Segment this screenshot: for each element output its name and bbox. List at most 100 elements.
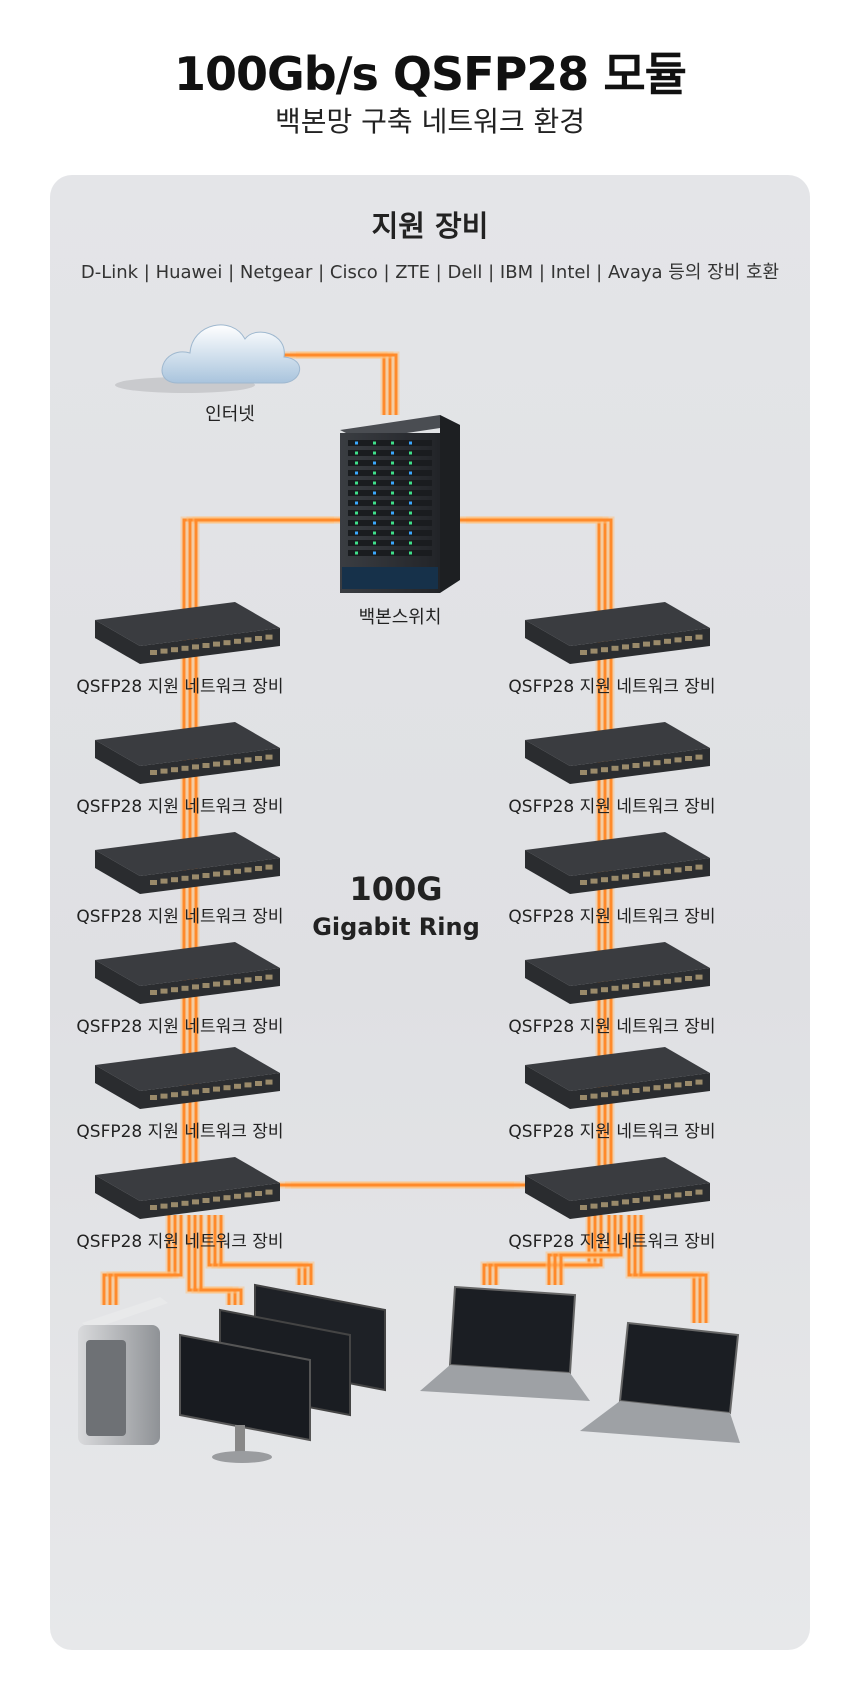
switch-port — [580, 1095, 587, 1100]
network-diagram-panel: 지원 장비 D-Link | Huawei | Netgear | Cisco … — [50, 175, 810, 1650]
switch-port — [622, 1089, 629, 1095]
status-led — [409, 461, 412, 465]
status-led — [355, 511, 358, 515]
switch-port — [664, 1193, 671, 1199]
switch-port — [664, 978, 671, 984]
switch-port — [150, 770, 157, 775]
status-led — [355, 551, 358, 555]
switch-label: QSFP28 지원 네트워크 장비 — [76, 1017, 283, 1037]
status-led — [391, 501, 394, 505]
switch-port — [234, 1083, 241, 1089]
status-led — [409, 471, 412, 475]
fiber-cable — [460, 518, 607, 625]
switch-port — [213, 1086, 220, 1092]
status-led — [355, 461, 358, 465]
switch-port — [160, 988, 168, 994]
panel-title: 지원 장비 — [371, 209, 489, 243]
switch-port — [632, 763, 640, 768]
switch-port — [601, 877, 608, 883]
switch-port — [202, 643, 210, 648]
switch-port — [244, 867, 252, 873]
fiber-cable — [454, 516, 603, 625]
switch-port — [213, 871, 220, 877]
rack-slot — [348, 480, 432, 486]
switch-port — [223, 760, 231, 766]
internet-label: 인터넷 — [205, 404, 255, 425]
rack-slot — [348, 520, 432, 526]
status-led — [355, 451, 358, 455]
status-led — [391, 451, 394, 455]
switch-port — [150, 1095, 157, 1100]
fiber-cable — [296, 353, 398, 415]
status-led — [355, 521, 358, 525]
network-switch-icon — [525, 722, 710, 784]
switch-port — [632, 1088, 640, 1093]
fiber-cable — [106, 1215, 179, 1305]
switch-port — [160, 1093, 168, 1099]
switch-port — [580, 1205, 587, 1210]
switch-port — [643, 981, 650, 987]
switch-port — [685, 1081, 692, 1086]
switch-port — [611, 1200, 619, 1206]
fiber-cable — [199, 1215, 243, 1305]
switch-port — [685, 636, 692, 641]
laptop-icon — [580, 1321, 740, 1443]
switch-port — [202, 873, 210, 878]
network-switch-icon — [525, 602, 710, 664]
switch-port — [601, 1202, 608, 1208]
switch-port — [643, 761, 650, 767]
status-led — [355, 491, 358, 495]
switch-port — [611, 1090, 619, 1096]
status-led — [409, 451, 412, 455]
switch-label: QSFP28 지원 네트워크 장비 — [76, 797, 283, 817]
status-led — [409, 491, 412, 495]
switch-port — [255, 756, 262, 761]
switch-port — [685, 1191, 692, 1196]
switch-port — [181, 1200, 189, 1206]
switch-port — [192, 1199, 199, 1205]
fiber-cable — [290, 353, 392, 415]
fiber-cable — [284, 351, 388, 415]
switch-port — [223, 640, 231, 646]
switch-port — [611, 985, 619, 991]
switch-port — [601, 987, 608, 993]
status-led — [391, 521, 394, 525]
switch-port — [213, 641, 220, 647]
switch-port — [255, 976, 262, 981]
status-led — [373, 501, 376, 505]
switch-port — [255, 1081, 262, 1086]
switch-port — [213, 981, 220, 987]
switch-port — [255, 866, 262, 871]
status-led — [409, 511, 412, 515]
switch-port — [590, 988, 598, 994]
switch-port — [171, 1092, 178, 1098]
switch-port — [223, 1195, 231, 1201]
switch-port — [192, 644, 199, 650]
laptop-icon — [420, 1285, 590, 1401]
fiber-cable — [108, 1215, 177, 1305]
network-switch-icon — [525, 942, 710, 1004]
compatible-vendors: D-Link | Huawei | Netgear | Cisco | ZTE … — [80, 262, 780, 283]
switch-port — [223, 870, 231, 876]
switch-port — [265, 974, 273, 980]
switch-port — [664, 638, 671, 644]
status-led — [373, 451, 376, 455]
switch-port — [653, 1085, 661, 1091]
status-led — [355, 471, 358, 475]
switch-port — [611, 645, 619, 651]
switch-label: QSFP28 지원 네트워크 장비 — [508, 677, 715, 697]
status-led — [409, 441, 412, 445]
status-led — [409, 531, 412, 535]
switch-port — [202, 983, 210, 988]
status-led — [409, 551, 412, 555]
switch-port — [171, 1202, 178, 1208]
switch-label: QSFP28 지원 네트워크 장비 — [76, 1122, 283, 1142]
switch-port — [234, 1193, 241, 1199]
status-led — [409, 541, 412, 545]
switch-port — [160, 878, 168, 884]
switch-port — [674, 977, 682, 983]
switch-port — [685, 866, 692, 871]
network-switch-icon — [95, 722, 280, 784]
backbone-switch-label: 백본스위치 — [359, 607, 442, 628]
switch-port — [265, 634, 273, 640]
